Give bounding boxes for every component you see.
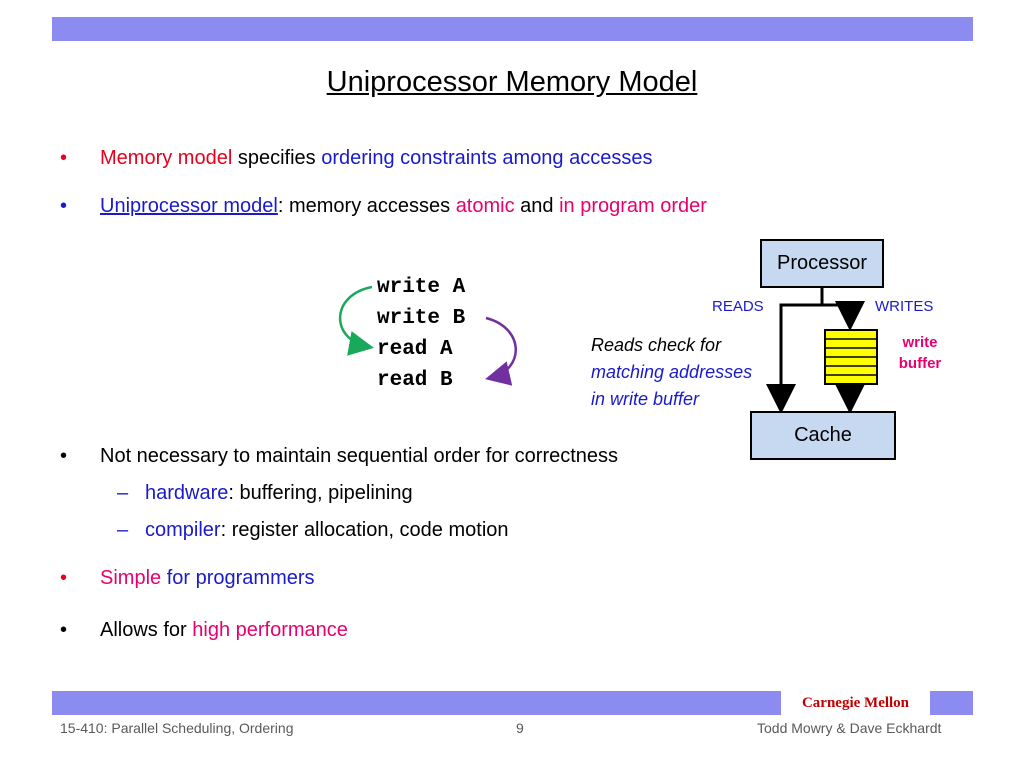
reads-check-note: Reads check for matching addresses in wr… [591, 332, 752, 413]
subbullet-text: : buffering, pipelining [228, 482, 413, 504]
subbullet-dash: – [117, 482, 129, 504]
bullet-simple: • Simple for programmers [60, 565, 315, 591]
bullet-not-necessary: • Not necessary to maintain sequential or… [60, 443, 618, 469]
note-line-1: Reads check for [591, 335, 722, 355]
bullet-uniprocessor-model: • Uniprocessor model: memory accesses ato… [60, 193, 707, 219]
bullet-text-atomic: atomic [455, 195, 515, 217]
bullet-dot: • [60, 619, 68, 641]
subbullet-compiler: –compiler: register allocation, code mot… [117, 517, 509, 543]
bullet-link-uniprocessor-model[interactable]: Uniprocessor model [100, 195, 278, 217]
writes-line [822, 301, 865, 331]
subbullet-dash: – [117, 519, 129, 541]
processor-box: Processor [760, 239, 884, 288]
carnegie-mellon-brand: Carnegie Mellon [801, 695, 910, 711]
code-line: read A [377, 338, 453, 361]
bullet-text-3: ordering constraints among accesses [321, 147, 653, 169]
footer-course: 15-410: Parallel Scheduling, Ordering [60, 720, 294, 736]
footer-page-number: 9 [516, 720, 524, 736]
bullet-performance: • Allows for high performance [60, 617, 348, 643]
footer-authors: Todd Mowry & Dave Eckhardt [757, 720, 942, 736]
bullet-text-programmers: for programmers [161, 567, 315, 589]
bullet-dot: • [60, 567, 68, 589]
bullet-dot: • [60, 445, 68, 467]
top-decorative-bar [52, 17, 973, 41]
bullet-dot: • [60, 147, 68, 169]
bottom-decorative-bar-right [930, 691, 973, 715]
reorder-arrow-green [338, 285, 374, 356]
bottom-decorative-bar [52, 691, 781, 715]
write-buffer-label-line1: write [902, 334, 938, 351]
note-line-3: in write buffer [591, 389, 700, 409]
slide-title: Uniprocessor Memory Model [326, 66, 698, 98]
write-buffer-stack [824, 329, 878, 385]
code-line: read B [377, 369, 453, 392]
code-line: write A [377, 276, 466, 299]
bullet-memory-model: • Memory model specifies ordering constra… [60, 145, 652, 171]
write-buffer-label-line2: buffer [898, 355, 942, 372]
bullet-text-and: and [514, 195, 560, 217]
code-sequence: write A write B read A read B [377, 272, 465, 396]
cache-box: Cache [750, 411, 896, 460]
subbullet-hardware: –hardware: buffering, pipelining [117, 480, 413, 506]
reads-label: READS [712, 298, 764, 315]
bullet-text-2: specifies [232, 147, 322, 169]
bullet-dot: • [60, 195, 68, 217]
bullet-text-allows: Allows for [100, 619, 193, 641]
reads-line [766, 303, 822, 414]
bullet-text: Not necessary to maintain sequential ord… [100, 445, 619, 467]
bullet-text-high-performance: high performance [192, 619, 348, 641]
writes-label: WRITES [875, 298, 934, 315]
bullet-text-program-order: in program order [559, 195, 707, 217]
note-line-2: matching addresses [591, 362, 753, 382]
code-line: write B [377, 307, 466, 330]
subbullet-text: : register allocation, code motion [220, 519, 509, 541]
bullet-text-simple: Simple [100, 567, 162, 589]
write-buffer-label: write buffer [890, 332, 950, 374]
subbullet-text-hardware: hardware [145, 482, 229, 504]
subbullet-text-compiler: compiler [145, 519, 221, 541]
bullet-text-1: Memory model [100, 147, 233, 169]
bullet-text-2: : memory accesses [277, 195, 456, 217]
reorder-arrow-purple [485, 316, 517, 386]
